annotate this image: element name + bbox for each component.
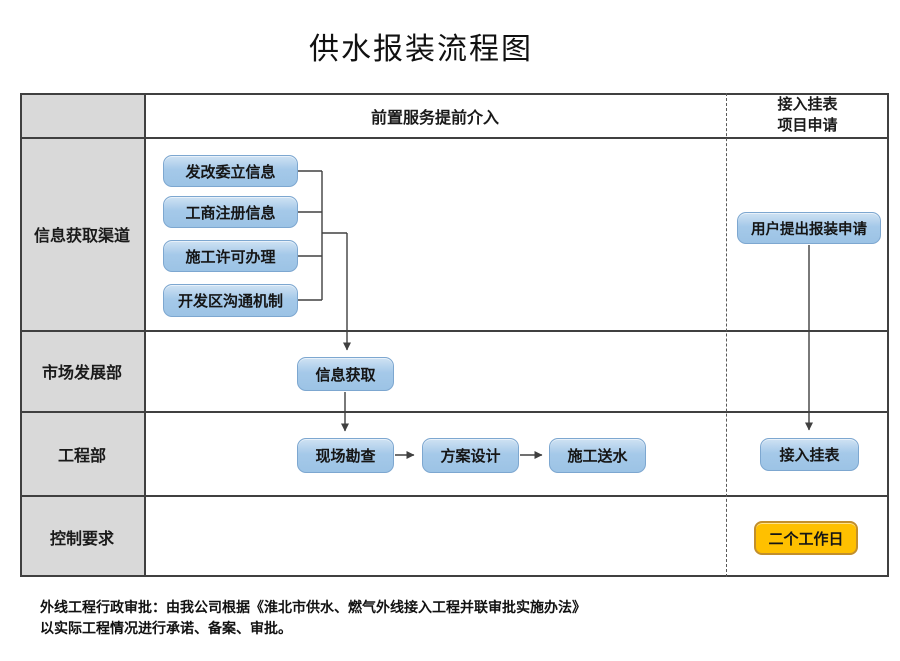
footnote-line1: 外线工程行政审批：由我公司根据《淮北市供水、燃气外线接入工程并联审批实施办法》 — [40, 601, 586, 616]
node-two-workdays-badge: 二个工作日 — [754, 521, 858, 555]
row-divider-header — [20, 137, 889, 139]
node-meter-installation: 接入挂表 — [760, 438, 859, 471]
footnote: 外线工程行政审批：由我公司根据《淮北市供水、燃气外线接入工程并联审批实施办法》 … — [40, 598, 680, 640]
node-ndrc-info: 发改委立信息 — [163, 155, 298, 187]
node-user-application: 用户提出报装申请 — [737, 212, 881, 244]
header-meter-project-line1: 接入挂表 — [777, 96, 838, 113]
node-business-registration: 工商注册信息 — [163, 196, 298, 228]
label-column-divider — [144, 93, 146, 577]
header-meter-project-line2: 项目申请 — [777, 117, 838, 134]
node-construction-permit: 施工许可办理 — [163, 240, 298, 272]
node-site-survey: 现场勘查 — [297, 438, 394, 473]
row-label-market-dev: 市场发展部 — [41, 365, 122, 382]
row-label-engineering: 工程部 — [57, 447, 106, 465]
node-scheme-design: 方案设计 — [422, 438, 519, 473]
node-construction-water-supply: 施工送水 — [549, 438, 646, 473]
node-info-acquisition: 信息获取 — [297, 357, 394, 391]
section-dashed-divider — [726, 93, 727, 577]
row-divider-2 — [20, 411, 889, 413]
footnote-line2: 以实际工程情况进行承诺、备案、审批。 — [40, 622, 292, 637]
row-divider-3 — [20, 495, 889, 497]
row-label-info-channels: 信息获取渠道 — [33, 228, 130, 245]
header-meter-project: 接入挂表 项目申请 — [726, 92, 889, 139]
row-label-control-req: 控制要求 — [49, 530, 114, 548]
header-pre-service: 前置服务提前介入 — [370, 109, 499, 127]
node-devzone-communication: 开发区沟通机制 — [163, 284, 298, 317]
table-outer-border — [20, 93, 889, 577]
row-divider-1 — [20, 330, 889, 332]
page-title: 供水报装流程图 — [309, 33, 533, 66]
